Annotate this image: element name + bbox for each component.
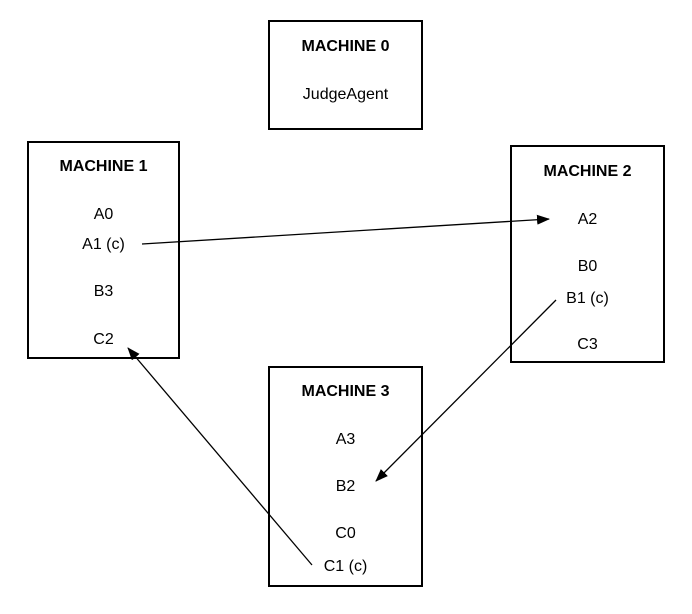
machine-2-item-b0: B0: [577, 258, 598, 275]
machine-2-box: MACHINE 2 A2 B0 B1 (c) C3: [510, 145, 665, 363]
machine-1-item-c2: C2: [93, 331, 114, 348]
machine-3-item-c1: C1 (c): [323, 558, 368, 575]
machine-2-item-b1: B1 (c): [566, 290, 609, 307]
machine-3-title: MACHINE 3: [301, 383, 390, 400]
machine-0-box: MACHINE 0 JudgeAgent: [268, 20, 423, 130]
machine-3-item-a3: A3: [335, 431, 356, 448]
machine-2-item-a2: A2: [577, 211, 598, 228]
arrow-a1-to-a2: [141, 214, 550, 245]
machine-0-item-judgeagent: JudgeAgent: [302, 86, 389, 103]
machine-0-title: MACHINE 0: [301, 38, 390, 55]
machine-1-item-b3: B3: [93, 283, 114, 300]
machine-1-item-a1: A1 (c): [82, 236, 125, 253]
machine-1-title: MACHINE 1: [59, 158, 148, 175]
machine-3-item-c0: C0: [335, 525, 356, 542]
machine-3-box: MACHINE 3 A3 B2 C0 C1 (c): [268, 366, 423, 587]
machine-1-box: MACHINE 1 A0 A1 (c) B3 C2: [27, 141, 180, 359]
machine-1-item-a0: A0: [93, 206, 114, 223]
machine-2-item-c3: C3: [577, 336, 598, 353]
machine-3-item-b2: B2: [335, 478, 356, 495]
machine-2-title: MACHINE 2: [543, 163, 632, 180]
